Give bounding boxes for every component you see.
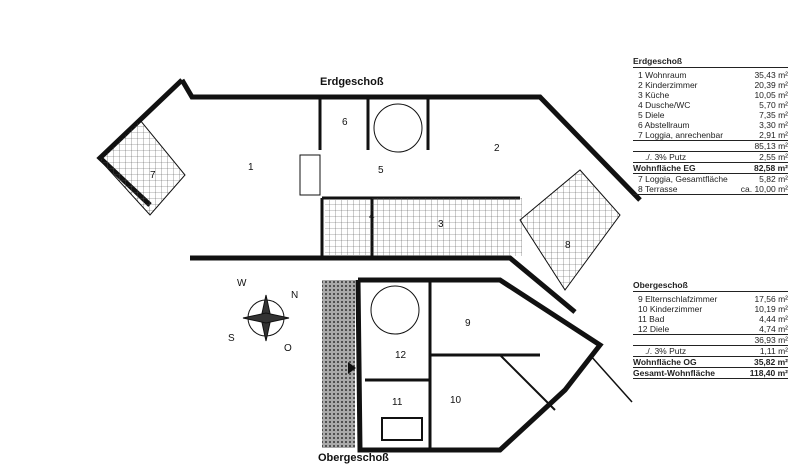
og-item-value: 4,44 m² [759, 314, 788, 324]
eg-item-label: 5 Diele [638, 110, 665, 120]
eg-item-label: 4 Dusche/WC [638, 100, 691, 110]
upper-floor-plan [355, 277, 604, 453]
compass-n: N [291, 290, 299, 301]
eg-item-value: 5,70 m² [759, 100, 788, 110]
og-item-label: 12 Diele [638, 324, 670, 334]
og-area-table: Obergeschoß 9 Elternschlafzimmer 17,56 m²… [633, 280, 788, 379]
eg-area-table: Erdgeschoß 1 Wohnraum 35,43 m² 2 Kinderzi… [633, 56, 788, 195]
room-2: 2 [494, 143, 500, 154]
room-10: 10 [450, 395, 462, 406]
room-5: 5 [378, 165, 384, 176]
arrow-icon [348, 362, 356, 374]
eg-total: 82,58 m² [753, 163, 788, 173]
room-11: 11 [392, 397, 403, 408]
room-12: 12 [395, 350, 407, 361]
eg-extra-label: 8 Terrasse [638, 184, 678, 194]
kitchen-tiles [372, 198, 522, 256]
eg-label: Erdgeschoß [320, 76, 384, 88]
room-4: 4 [369, 211, 375, 222]
eg-item-label: 1 Wohnraum [638, 70, 687, 80]
eg-item-value: 20,39 m² [754, 80, 788, 90]
eg-item-label: 2 Kinderzimmer [638, 80, 698, 90]
bath-tiles [325, 200, 370, 255]
eg-extra-value: ca. 10,00 m² [740, 184, 788, 194]
room-8: 8 [565, 240, 571, 251]
og-total: 35,82 m² [753, 357, 788, 367]
grand-total-label: Gesamt-Wohnfläche [633, 368, 716, 378]
compass-icon [242, 294, 290, 342]
eg-item-label: 6 Abstellraum [638, 120, 690, 130]
eg-item-value: 3,30 m² [759, 120, 788, 130]
eg-item-value: 35,43 m² [754, 70, 788, 80]
terrace [519, 169, 621, 291]
compass-w: W [237, 278, 247, 289]
room-1: 1 [248, 162, 254, 173]
bathtub [381, 417, 423, 441]
og-item-label: 9 Elternschlafzimmer [638, 294, 718, 304]
eg-item-value: 7,35 m² [759, 110, 788, 120]
eg-putz-label: ./. 3% Putz [645, 152, 687, 162]
og-putz-label: ./. 3% Putz [645, 346, 687, 356]
grand-total: 118,40 m² [749, 368, 788, 378]
eg-sum: 85,13 m² [754, 141, 788, 151]
eg-total-label: Wohnfläche EG [633, 163, 696, 173]
eg-item-value: 10,05 m² [754, 90, 788, 100]
spiral-stair-eg [373, 103, 423, 153]
eg-extra-label: 7 Loggia, Gesamtfläche [638, 174, 728, 184]
compass-o: O [284, 343, 292, 354]
room-7: 7 [150, 170, 156, 181]
loggia [99, 119, 186, 216]
compass-s: S [228, 333, 235, 344]
og-total-label: Wohnfläche OG [633, 357, 697, 367]
eg-extra-value: 5,82 m² [759, 174, 788, 184]
og-table-title: Obergeschoß [633, 280, 788, 292]
room-6: 6 [342, 117, 348, 128]
room-3: 3 [438, 219, 444, 230]
og-item-value: 4,74 m² [759, 324, 788, 334]
eg-item-label: 7 Loggia, anrechenbar [638, 130, 724, 140]
og-item-value: 17,56 m² [754, 294, 788, 304]
ground-floor-plan [96, 78, 642, 314]
eg-putz: 2,55 m² [759, 152, 788, 162]
eg-table-title: Erdgeschoß [633, 56, 788, 68]
og-sum: 36,93 m² [754, 335, 788, 345]
room-9: 9 [465, 318, 471, 329]
eg-item-value: 2,91 m² [759, 130, 788, 140]
og-item-value: 10,19 m² [754, 304, 788, 314]
og-item-label: 10 Kinderzimmer [638, 304, 703, 314]
og-putz: 1,11 m² [759, 346, 788, 356]
spiral-stair-og [370, 285, 420, 335]
og-item-label: 11 Bad [638, 314, 665, 324]
eg-item-label: 3 Küche [638, 90, 670, 100]
og-label: Obergeschoß [318, 452, 389, 464]
